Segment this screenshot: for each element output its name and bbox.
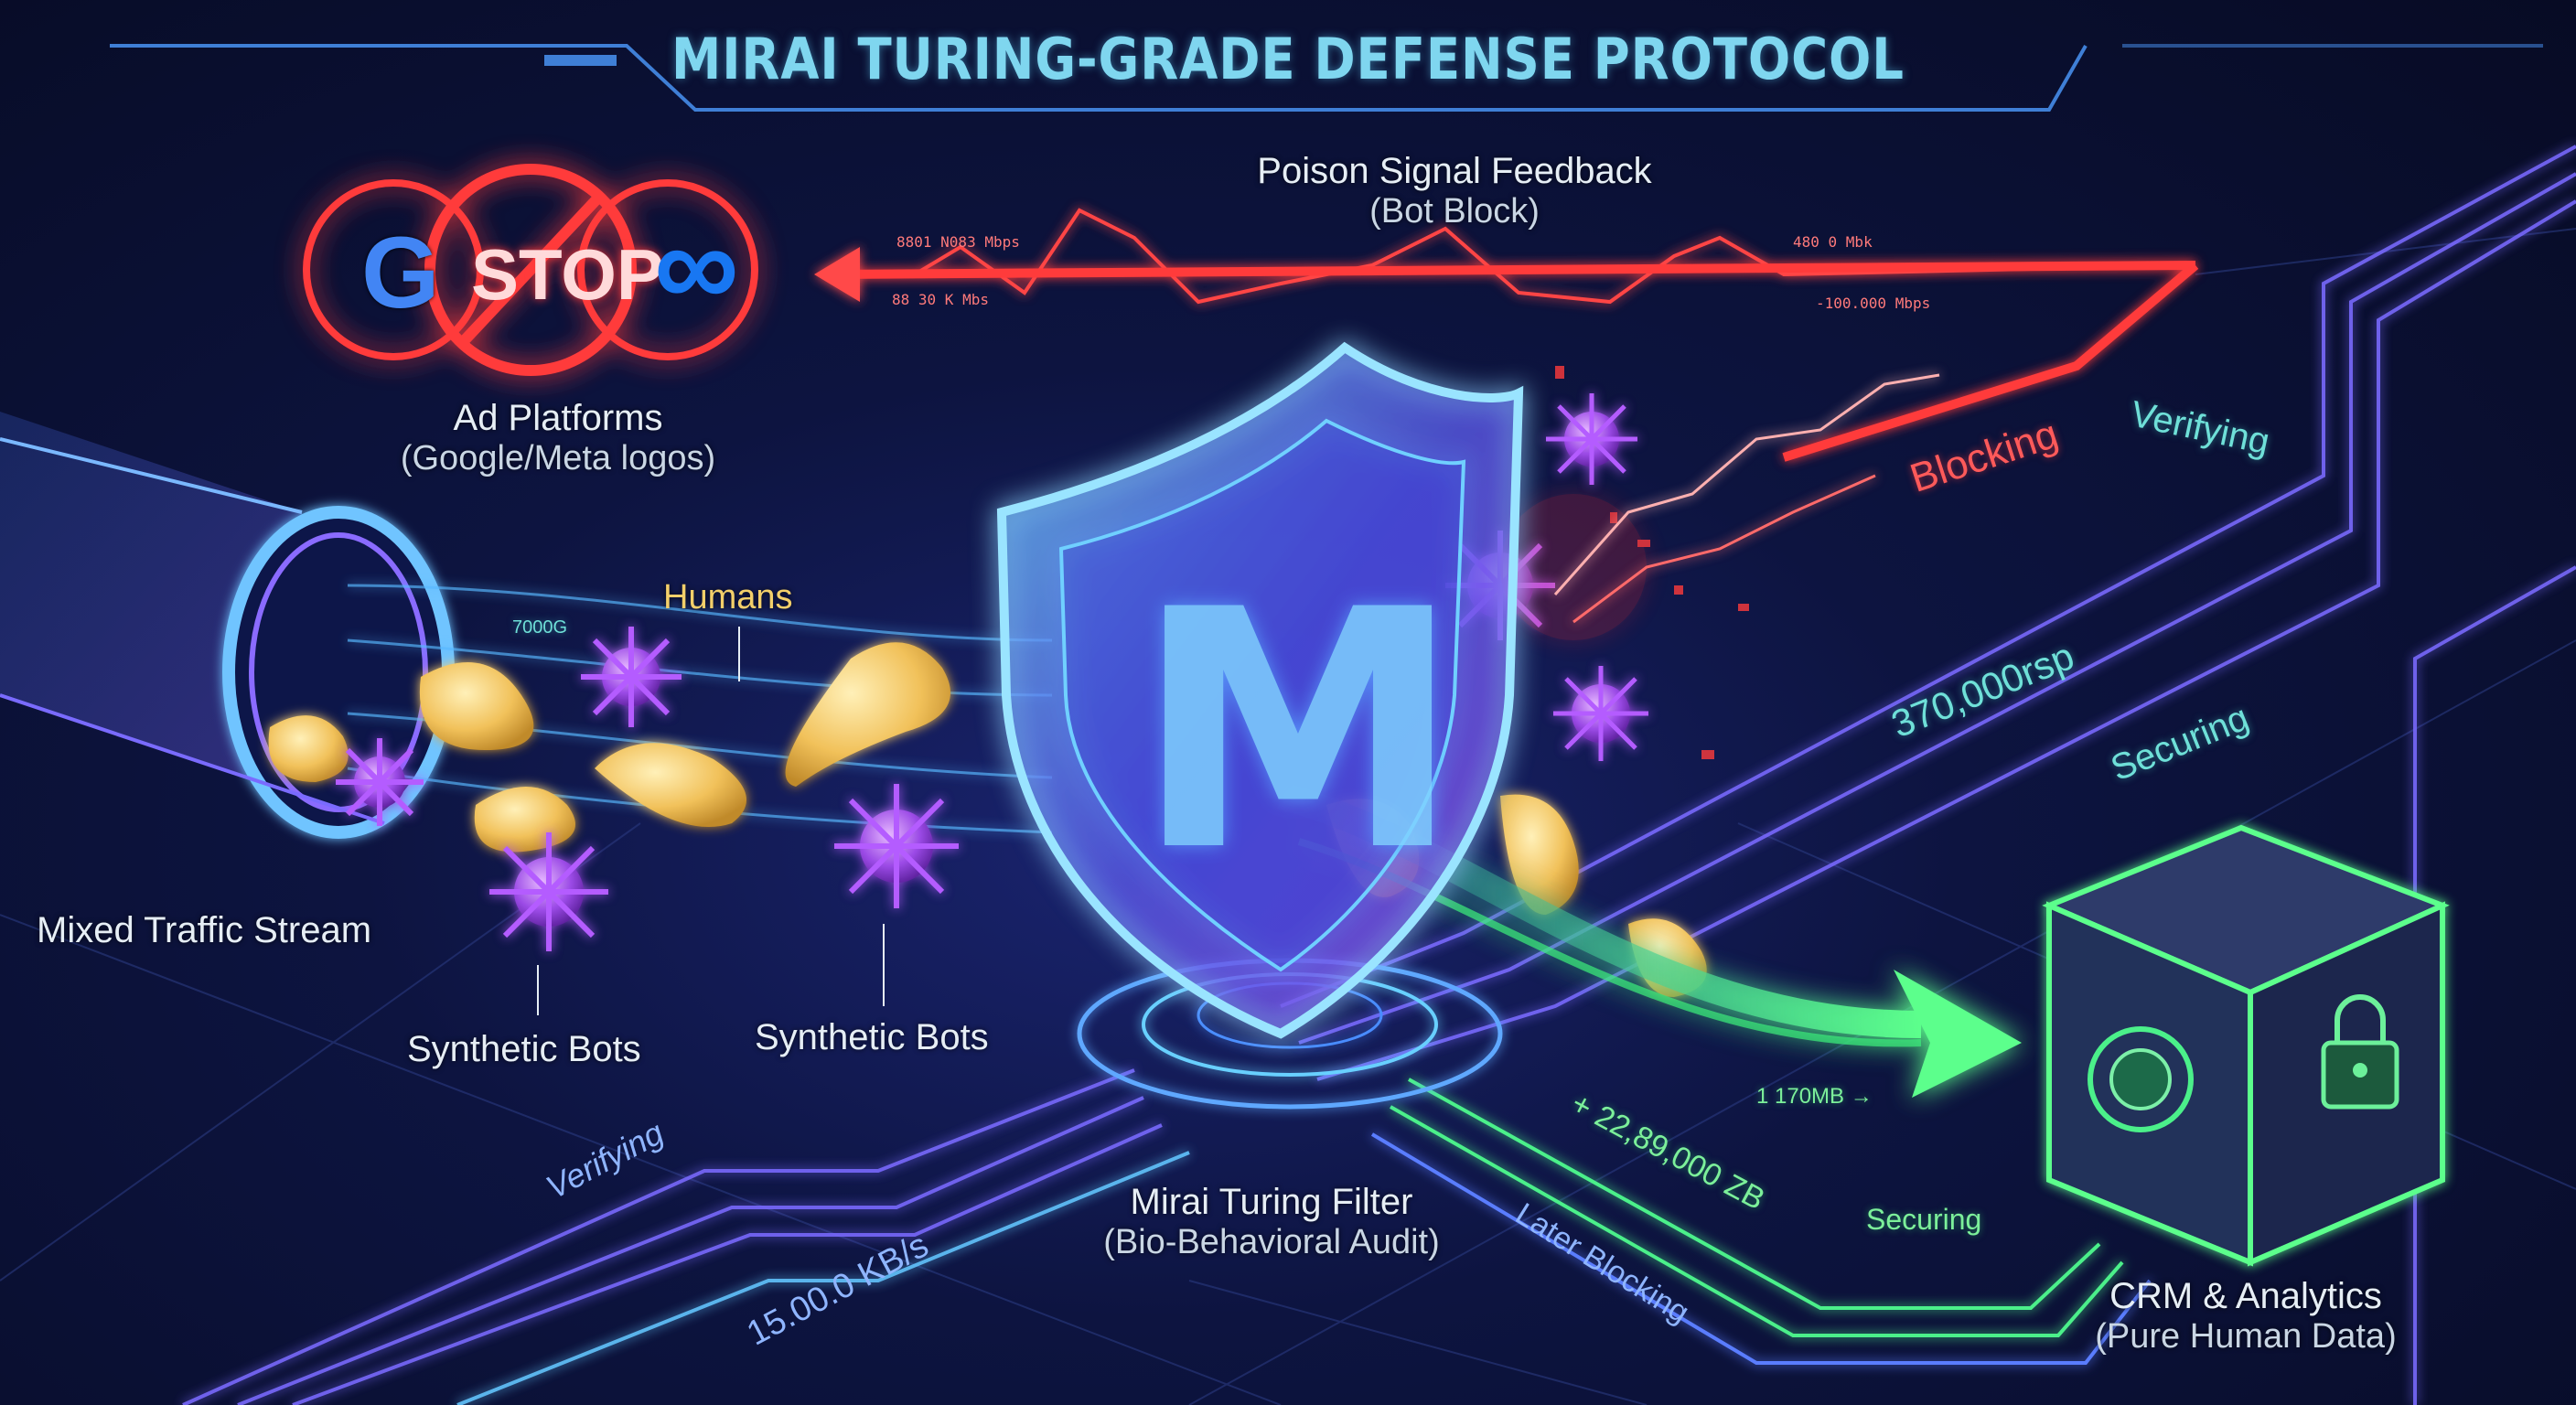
mixed-traffic-stream-label: Mixed Traffic Stream <box>37 910 372 950</box>
crm-analytics-label: CRM & Analytics (Pure Human Data) <box>2049 1276 2442 1357</box>
bots-pointer-line <box>883 924 885 1006</box>
signal-readout: 88 30 K Mbs <box>892 291 989 308</box>
mirai-m-logo-icon: M <box>1134 540 1463 923</box>
turing-filter-title: Mirai Turing Filter <box>1130 1182 1413 1222</box>
bots-pointer-line <box>537 965 539 1015</box>
crm-analytics-title: CRM & Analytics <box>2109 1276 2382 1316</box>
turing-filter-subtitle: (Bio-Behavioral Audit) <box>1103 1223 1440 1261</box>
turing-filter-label: Mirai Turing Filter (Bio-Behavioral Audi… <box>1061 1182 1482 1262</box>
ad-platforms-subtitle: (Google/Meta logos) <box>400 439 716 477</box>
poison-feedback-subtitle: (Bot Block) <box>1369 192 1540 231</box>
poison-signal-arrow <box>814 208 2199 624</box>
stop-sign-text: STOP <box>471 234 664 315</box>
securing-status-label: Securing <box>1866 1203 1982 1236</box>
poison-feedback-label: Poison Signal Feedback (Bot Block) <box>1244 151 1665 231</box>
padlock-icon <box>2321 994 2399 1110</box>
poison-feedback-title: Poison Signal Feedback <box>1257 151 1652 191</box>
synthetic-bots-label: Synthetic Bots <box>407 1029 641 1069</box>
signal-readout: 480 0 Mbk <box>1793 233 1873 251</box>
bot-explosion <box>1500 366 1749 759</box>
shield-icon <box>996 341 1524 1039</box>
ad-platforms-label: Ad Platforms (Google/Meta logos) <box>366 398 750 478</box>
meta-logo-icon: ∞ <box>654 198 739 332</box>
synthetic-bots <box>336 393 1648 951</box>
page-title: MIRAI TURING-GRADE DEFENSE PROTOCOL <box>671 26 1905 92</box>
ad-platform-rings <box>303 164 758 376</box>
ad-platforms-title: Ad Platforms <box>453 398 663 438</box>
pipe-readout: 7000G <box>512 617 568 638</box>
crm-analytics-subtitle: (Pure Human Data) <box>2095 1317 2397 1356</box>
humans-label: Humans <box>663 578 793 617</box>
signal-readout: 8801 N083 Mbps <box>896 233 1020 251</box>
signal-readout: -100.000 Mbps <box>1816 295 1931 312</box>
crm-vault-cube <box>2042 824 2450 1267</box>
humans-pointer-line <box>738 627 740 681</box>
synthetic-bots-label: Synthetic Bots <box>755 1017 989 1057</box>
google-logo-icon: G <box>361 217 440 329</box>
title-frame <box>110 44 2543 112</box>
green-small-metric: 1 170MB → <box>1756 1084 1873 1109</box>
